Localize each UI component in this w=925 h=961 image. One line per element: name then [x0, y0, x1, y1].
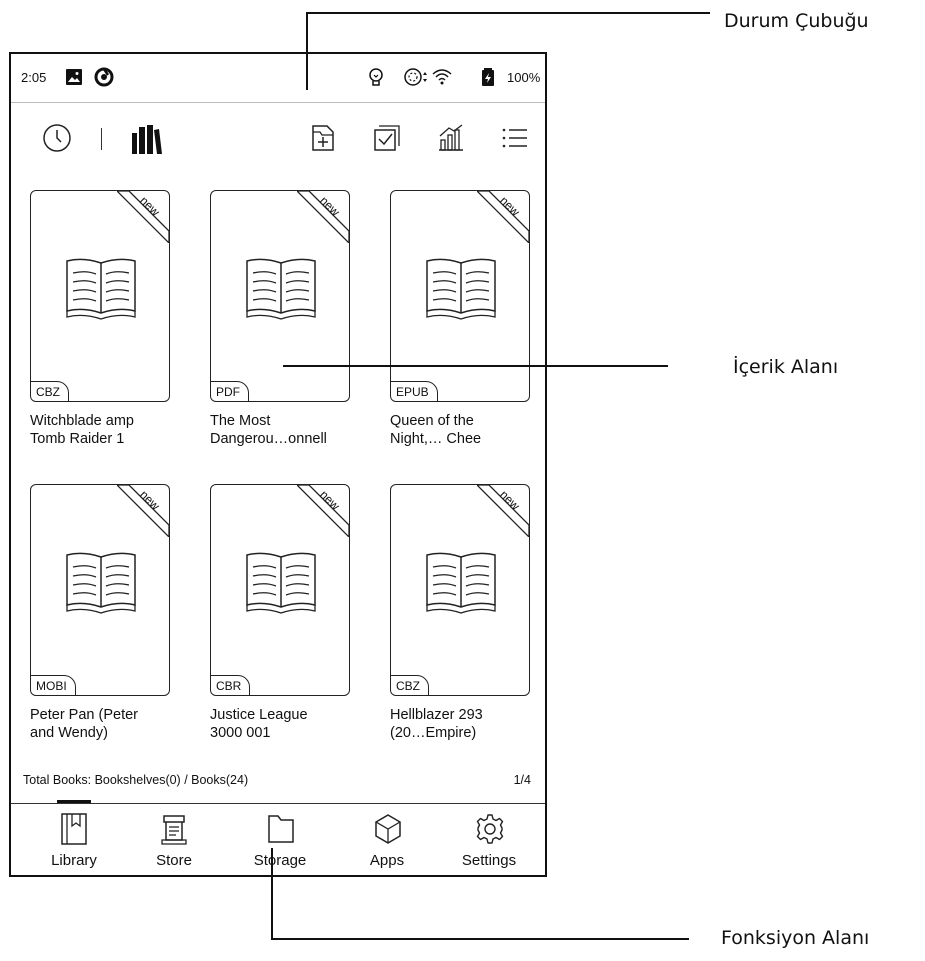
list-view-icon[interactable]: [499, 122, 531, 154]
format-tag: PDF: [211, 381, 249, 401]
function-bar: Library Store Storage Apps Settings: [11, 800, 545, 876]
open-book-icon: [246, 258, 316, 320]
callout-line-status: [306, 12, 308, 90]
storage-icon: [268, 815, 294, 843]
open-book-icon: [66, 258, 136, 320]
callout-label-content-area: İçerik Alanı: [733, 356, 839, 378]
sync-app-icon: [93, 66, 115, 88]
open-book-icon: [426, 552, 496, 614]
book-cover[interactable]: new CBZ: [390, 484, 530, 696]
format-tag: CBZ: [391, 675, 429, 695]
callout-line-function: [271, 938, 689, 940]
new-badge: new: [477, 485, 529, 537]
callout-line-function: [271, 848, 273, 940]
book-cover[interactable]: new CBZ: [30, 190, 170, 402]
new-badge: new: [117, 485, 169, 537]
settings-icon: [476, 814, 504, 844]
callout-line-status: [306, 12, 710, 14]
nav-library[interactable]: Library: [24, 800, 124, 876]
active-tab-indicator: [57, 800, 91, 803]
battery-icon: [477, 66, 499, 88]
book-cover[interactable]: new EPUB: [390, 190, 530, 402]
book-item[interactable]: new CBZ Hellblazer 293(20…Empire): [390, 484, 540, 754]
statistics-icon[interactable]: [435, 122, 467, 154]
refresh-icon[interactable]: [402, 66, 424, 88]
new-badge: new: [297, 191, 349, 243]
select-icon[interactable]: [371, 122, 403, 154]
book-cover[interactable]: new PDF: [210, 190, 350, 402]
recent-icon[interactable]: [41, 122, 73, 154]
callout-label-status-bar: Durum Çubuğu: [724, 10, 869, 32]
image-icon: [63, 66, 85, 88]
book-title: Hellblazer 293(20…Empire): [390, 707, 483, 741]
format-tag: EPUB: [391, 381, 438, 401]
nav-label: Apps: [369, 852, 405, 869]
status-time: 2:05: [21, 70, 47, 85]
wifi-icon[interactable]: [431, 66, 453, 88]
nav-label: Settings: [461, 852, 517, 869]
new-badge: new: [117, 191, 169, 243]
callout-line-content: [283, 365, 668, 367]
new-folder-icon[interactable]: [307, 122, 339, 154]
callout-label-function-area: Fonksiyon Alanı: [721, 927, 870, 949]
page-indicator[interactable]: 1/4: [513, 773, 531, 787]
nav-label: Storage: [253, 852, 307, 869]
nav-label: Store: [156, 852, 192, 869]
library-icon: [61, 813, 87, 845]
data-transfer-icon: [421, 66, 429, 88]
new-badge: new: [297, 485, 349, 537]
book-cover[interactable]: new MOBI: [30, 484, 170, 696]
new-badge: new: [477, 191, 529, 243]
format-tag: MOBI: [31, 675, 76, 695]
status-bar: 2:05 100%: [11, 54, 545, 103]
frontlight-icon[interactable]: [365, 66, 387, 88]
open-book-icon: [66, 552, 136, 614]
nav-settings[interactable]: Settings: [439, 804, 539, 876]
nav-apps[interactable]: Apps: [337, 804, 437, 876]
nav-storage[interactable]: Storage: [230, 804, 330, 876]
open-book-icon: [246, 552, 316, 614]
library-toolbar: [11, 104, 545, 172]
store-icon: [161, 815, 187, 845]
apps-icon: [375, 814, 401, 844]
toolbar-separator: [101, 128, 102, 150]
device-screen: 2:05 100%: [9, 52, 547, 877]
bookshelf-icon[interactable]: [129, 122, 162, 154]
format-tag: CBR: [211, 675, 251, 695]
library-footer: Total Books: Bookshelves(0) / Books(24) …: [11, 770, 545, 790]
book-cover[interactable]: new CBR: [210, 484, 350, 696]
open-book-icon: [426, 258, 496, 320]
total-books-count: Total Books: Bookshelves(0) / Books(24): [23, 773, 249, 787]
format-tag: CBZ: [31, 381, 69, 401]
nav-label: Library: [51, 852, 97, 869]
nav-store[interactable]: Store: [124, 804, 224, 876]
battery-percent: 100%: [507, 70, 541, 85]
